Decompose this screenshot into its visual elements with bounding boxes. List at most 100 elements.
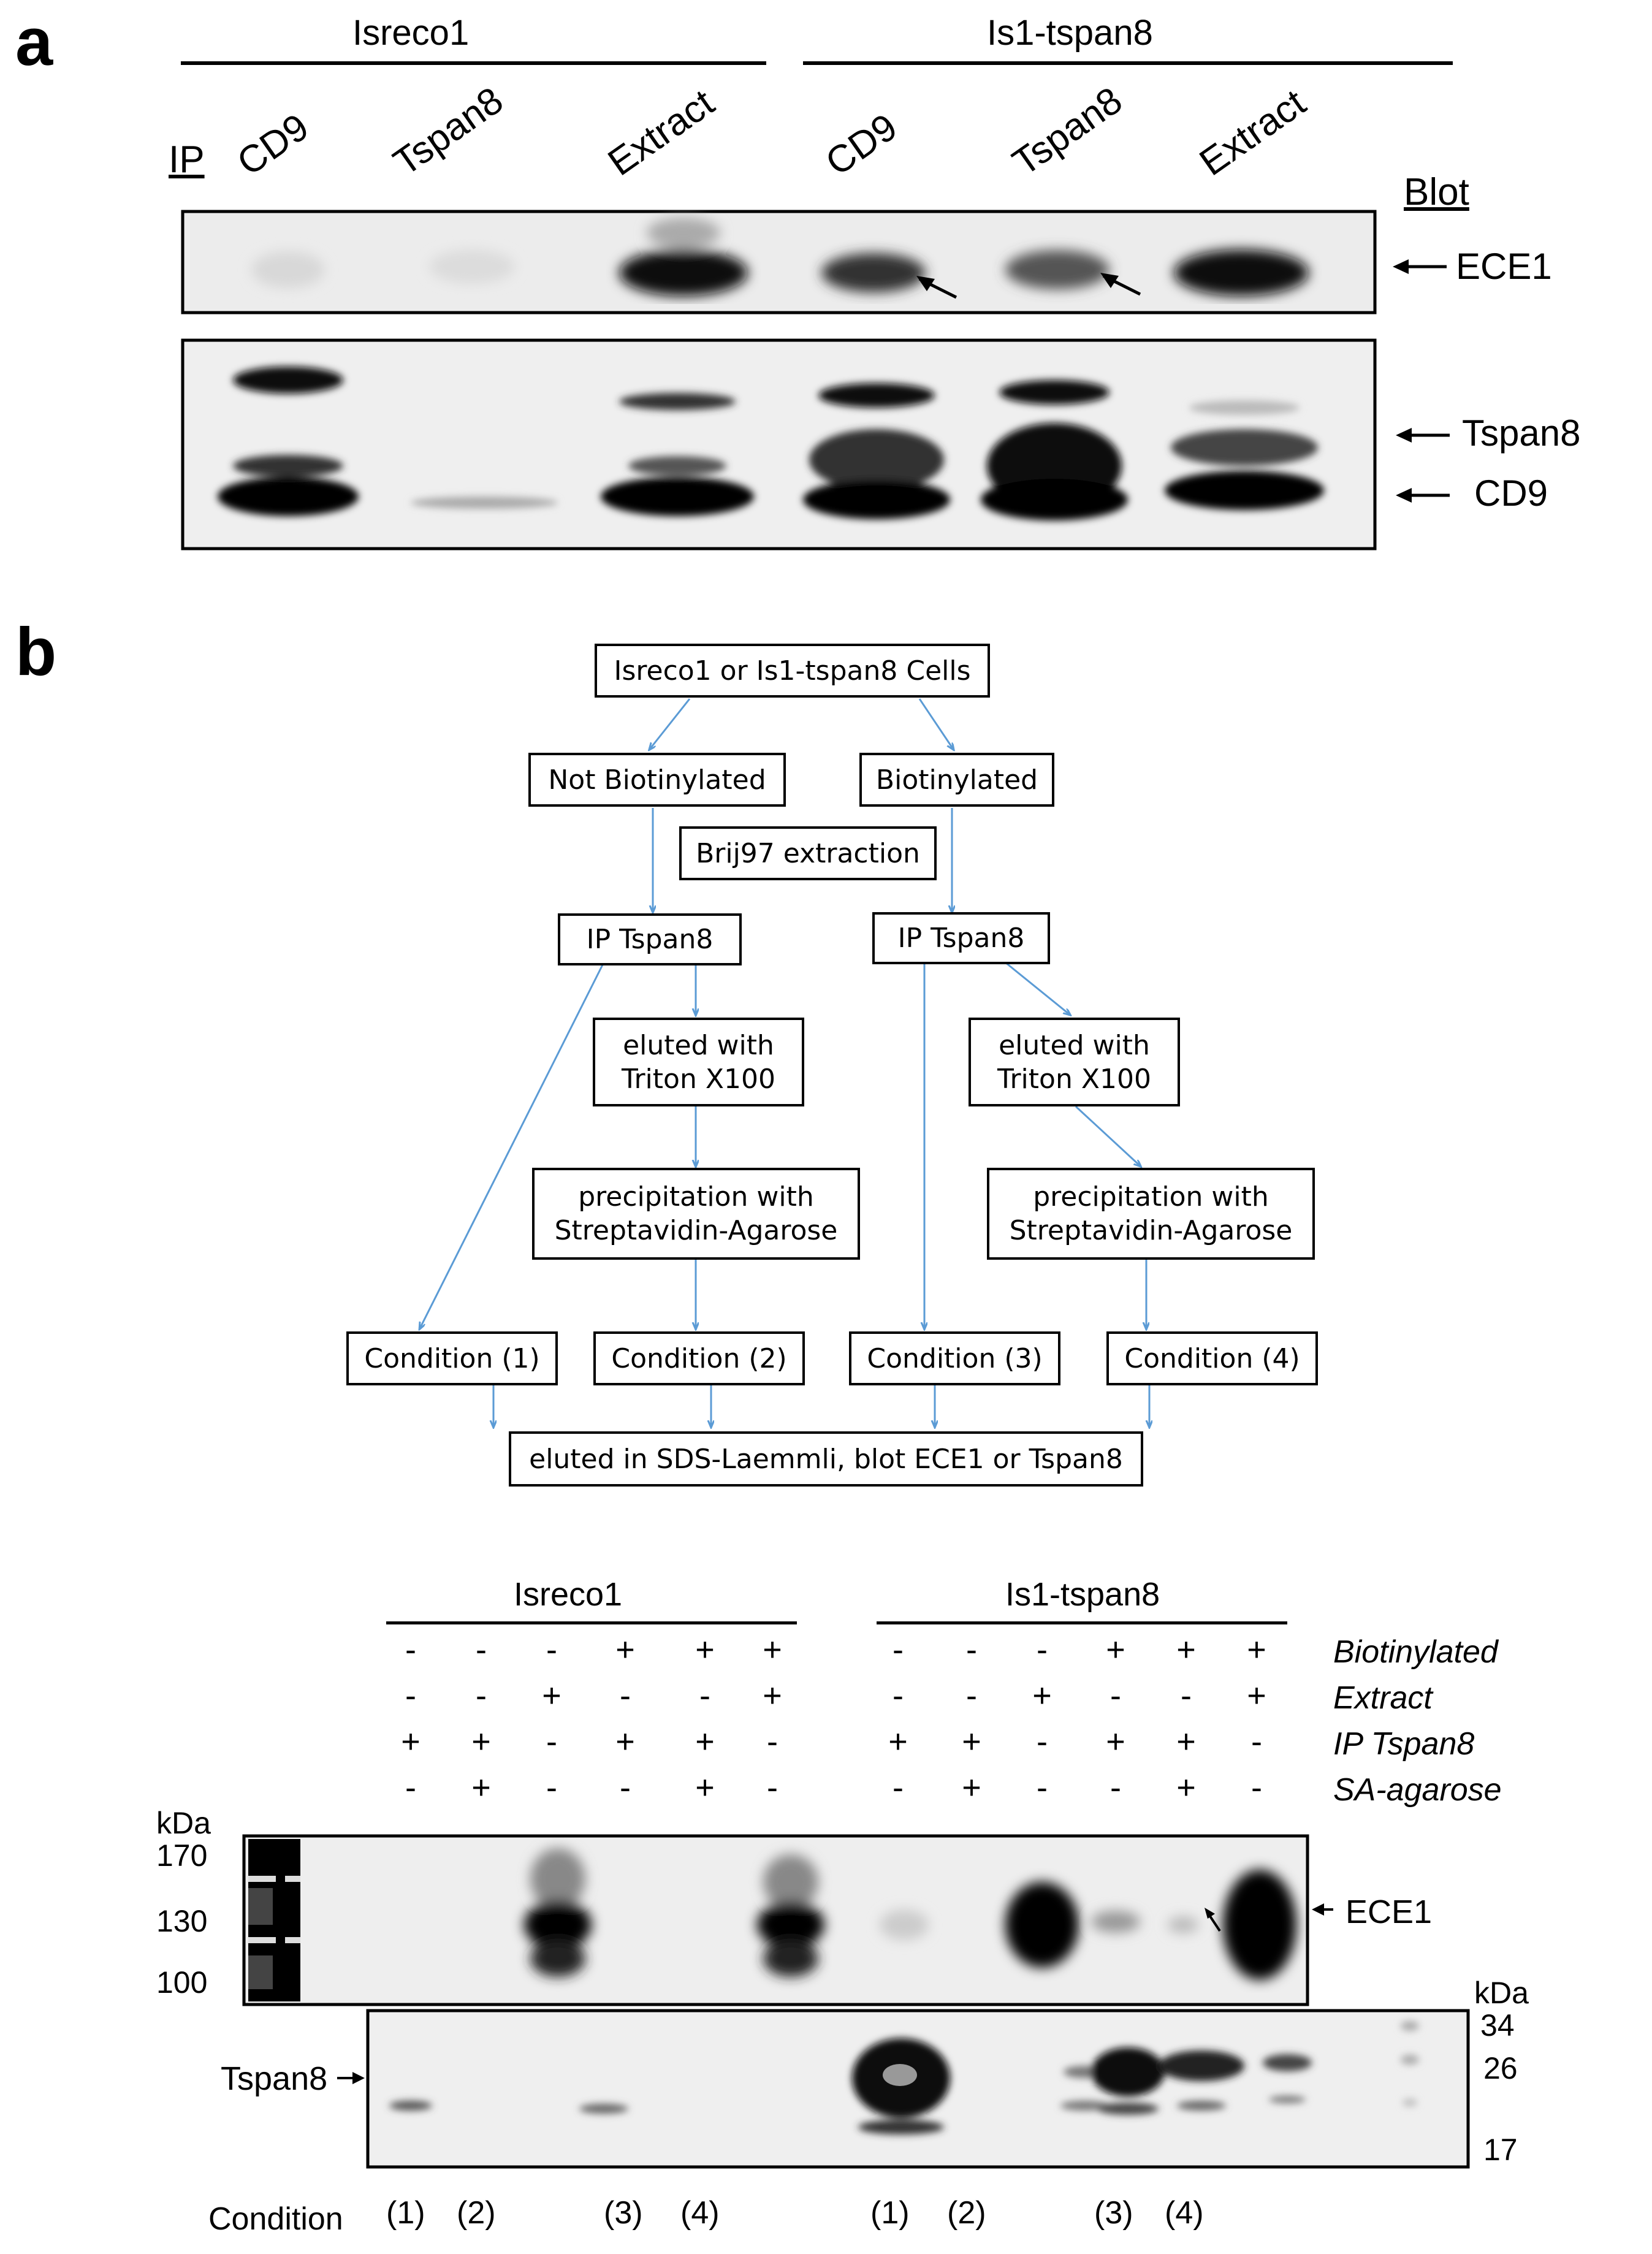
- tspan8-bands-b: [389, 2021, 1419, 2134]
- sign-sa-12: -: [1251, 1769, 1262, 1806]
- ece1-strip-a: [181, 210, 1377, 314]
- kda-left-170: 170: [156, 1838, 208, 1873]
- sign-sa-1: -: [405, 1769, 416, 1806]
- sign-extr-12: +: [1247, 1677, 1266, 1714]
- sign-biot-7: -: [893, 1631, 904, 1668]
- sign-extr-5: -: [699, 1677, 710, 1714]
- flow-condition-3-box: Condition (3): [849, 1331, 1060, 1385]
- sign-ip-11: +: [1176, 1723, 1196, 1760]
- ip-label: IP: [169, 139, 205, 181]
- flow-final-box: eluted in SDS-Laemmli, blot ECE1 or Tspa…: [509, 1431, 1143, 1487]
- sign-extr-4: -: [620, 1677, 631, 1714]
- arrow-tspan8-b: [352, 2072, 365, 2084]
- condition-num-1: (1): [386, 2195, 425, 2231]
- sign-sa-6: -: [767, 1769, 778, 1806]
- sign-extr-1: -: [405, 1677, 416, 1714]
- flow-precip-right-box: precipitation with Streptavidin-Agarose: [987, 1168, 1315, 1260]
- band-label-ece1-a: ECE1: [1456, 246, 1552, 287]
- panel-b-group-left-line: [386, 1621, 797, 1624]
- row-label-ip-tspan8: IP Tspan8: [1333, 1726, 1475, 1762]
- condition-word: Condition: [208, 2201, 343, 2237]
- panel-a-group-left: Isreco1: [352, 13, 470, 53]
- sign-sa-8: +: [962, 1769, 981, 1806]
- band-label-tspan8-b: Tspan8: [221, 2060, 328, 2097]
- kda-unit-left: kDa: [156, 1806, 211, 1840]
- condition-num-2: (2): [457, 2195, 496, 2231]
- sign-sa-3: -: [546, 1769, 557, 1806]
- sign-ip-2: +: [471, 1723, 491, 1760]
- sign-biot-9: -: [1037, 1631, 1048, 1668]
- sign-ip-9: -: [1037, 1723, 1048, 1760]
- ladder-b: [248, 1839, 300, 2001]
- sign-biot-2: -: [476, 1631, 487, 1668]
- panel-a-letter: a: [15, 4, 53, 80]
- sign-ip-5: +: [695, 1723, 715, 1760]
- sign-biot-4: +: [615, 1631, 635, 1668]
- tspan8-cd9-bands-a: [218, 367, 1324, 520]
- sign-sa-9: -: [1037, 1769, 1048, 1806]
- sign-sa-10: -: [1110, 1769, 1121, 1806]
- ece1-bands-a: [251, 218, 1309, 296]
- flow-precip-left-box: precipitation with Streptavidin-Agarose: [532, 1168, 860, 1260]
- row-label-biotinylated: Biotinylated: [1333, 1634, 1498, 1670]
- kda-right-34: 34: [1480, 2008, 1515, 2043]
- flow-condition-1-box: Condition (1): [346, 1331, 558, 1385]
- panel-b-group-right-line: [877, 1621, 1287, 1624]
- sign-ip-12: -: [1251, 1723, 1262, 1760]
- sign-extr-10: -: [1110, 1677, 1121, 1714]
- sign-extr-8: -: [966, 1677, 977, 1714]
- arrow-ece1-a: [1393, 259, 1409, 274]
- kda-unit-right: kDa: [1474, 1976, 1529, 2010]
- flow-cells-box: Isreco1 or Is1-tspan8 Cells: [595, 644, 990, 698]
- condition-num-7: (3): [1094, 2195, 1133, 2231]
- kda-right-17: 17: [1483, 2133, 1518, 2167]
- flow-eluted-right-box: eluted with Triton X100: [969, 1018, 1180, 1106]
- panel-b-group-left: Isreco1: [514, 1576, 623, 1613]
- sign-extr-3: +: [542, 1677, 561, 1714]
- arrow-tspan8-a: [1396, 428, 1412, 443]
- arrow-ece1-b: [1312, 1903, 1324, 1916]
- sign-biot-6: +: [763, 1631, 782, 1668]
- sign-extr-11: -: [1181, 1677, 1192, 1714]
- row-label-sa-agarose: SA-agarose: [1333, 1772, 1502, 1808]
- flow-ip-right-box: IP Tspan8: [872, 912, 1050, 964]
- sign-extr-2: -: [476, 1677, 487, 1714]
- flow-not-biotinylated-box: Not Biotinylated: [528, 753, 786, 807]
- sign-ip-1: +: [401, 1723, 421, 1760]
- sign-ip-7: +: [888, 1723, 908, 1760]
- sign-biot-10: +: [1106, 1631, 1125, 1668]
- sign-ip-6: -: [767, 1723, 778, 1760]
- flow-eluted-left-box: eluted with Triton X100: [593, 1018, 804, 1106]
- flow-condition-2-box: Condition (2): [593, 1331, 805, 1385]
- kda-left-100: 100: [156, 1965, 208, 2000]
- kda-right-26: 26: [1483, 2051, 1518, 2085]
- condition-num-6: (2): [947, 2195, 986, 2231]
- panel-a-group-left-line: [181, 61, 766, 65]
- sign-ip-10: +: [1106, 1723, 1125, 1760]
- panel-a-group-right-line: [803, 61, 1453, 65]
- flow-extraction-box: Brij97 extraction: [679, 826, 937, 880]
- condition-num-3: (3): [604, 2195, 643, 2231]
- panel-b-letter: b: [15, 614, 57, 690]
- sign-biot-8: -: [966, 1631, 977, 1668]
- row-label-extract: Extract: [1333, 1680, 1433, 1716]
- sign-biot-3: -: [546, 1631, 557, 1668]
- kda-left-130: 130: [156, 1904, 208, 1938]
- sign-biot-12: +: [1247, 1631, 1266, 1668]
- flow-biotinylated-box: Biotinylated: [859, 753, 1054, 807]
- sign-sa-2: +: [471, 1769, 491, 1806]
- sign-extr-9: +: [1032, 1677, 1052, 1714]
- condition-num-5: (1): [870, 2195, 910, 2231]
- band-label-cd9-a: CD9: [1474, 473, 1548, 514]
- sign-ip-4: +: [615, 1723, 635, 1760]
- panel-a-group-right: Is1-tspan8: [987, 13, 1153, 53]
- blot-label: Blot: [1404, 171, 1469, 213]
- sign-sa-5: +: [695, 1769, 715, 1806]
- sign-biot-11: +: [1176, 1631, 1196, 1668]
- band-label-ece1-b: ECE1: [1346, 1894, 1433, 1930]
- arrow-cd9-a: [1396, 488, 1412, 503]
- sign-ip-8: +: [962, 1723, 981, 1760]
